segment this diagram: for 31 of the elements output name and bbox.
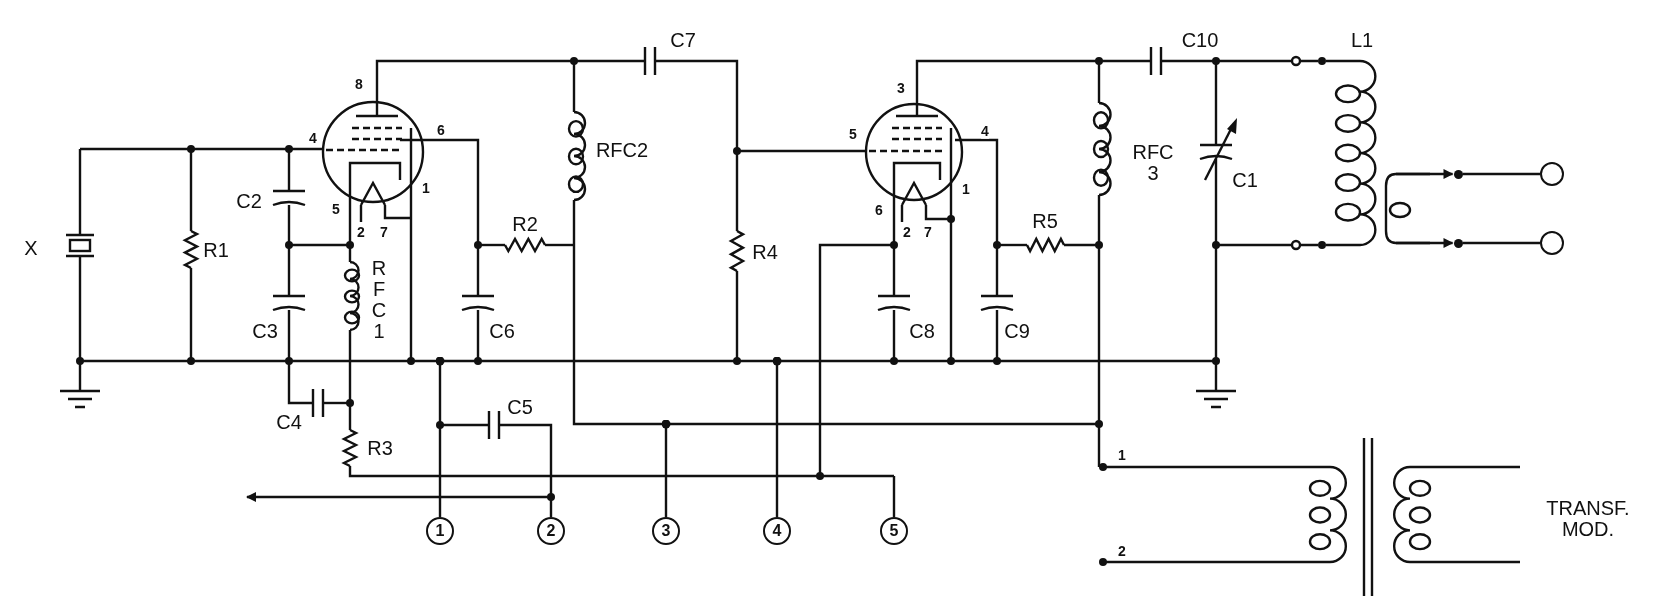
pin-number: 8 <box>355 76 363 92</box>
wire <box>892 476 896 517</box>
pin-number: 1 <box>1118 447 1126 463</box>
pin-number: 3 <box>897 80 905 96</box>
arrow <box>1396 169 1454 179</box>
pin-number: 2 <box>357 224 365 240</box>
pin-number: 1 <box>962 181 970 197</box>
arrow <box>246 492 553 517</box>
terminal-circle: 4 <box>763 517 791 545</box>
wire <box>1462 241 1540 245</box>
pin-number: 5 <box>849 126 857 142</box>
pin-number: 5 <box>332 201 340 217</box>
pin-number: 1 <box>422 180 430 196</box>
output-terminal <box>1540 231 1564 255</box>
terminal-circle: 1 <box>426 517 454 545</box>
terminal-circle: 2 <box>537 517 565 545</box>
pin-number: 2 <box>903 224 911 240</box>
terminal-circle: 5 <box>880 517 908 545</box>
pin-number: 6 <box>875 202 883 218</box>
terminal-circle: 3 <box>652 517 680 545</box>
output-terminal <box>1540 162 1564 186</box>
junction-dot <box>1453 238 1463 248</box>
wire <box>1462 172 1540 176</box>
pin-number: 4 <box>309 130 317 146</box>
pin-number: 2 <box>1118 543 1126 559</box>
arrow <box>1396 238 1454 248</box>
pin-number: 4 <box>981 123 989 139</box>
junction-dot <box>1453 169 1463 179</box>
pin-number: 6 <box>437 122 445 138</box>
pin-number: 7 <box>380 224 388 240</box>
pin-number: 7 <box>924 224 932 240</box>
